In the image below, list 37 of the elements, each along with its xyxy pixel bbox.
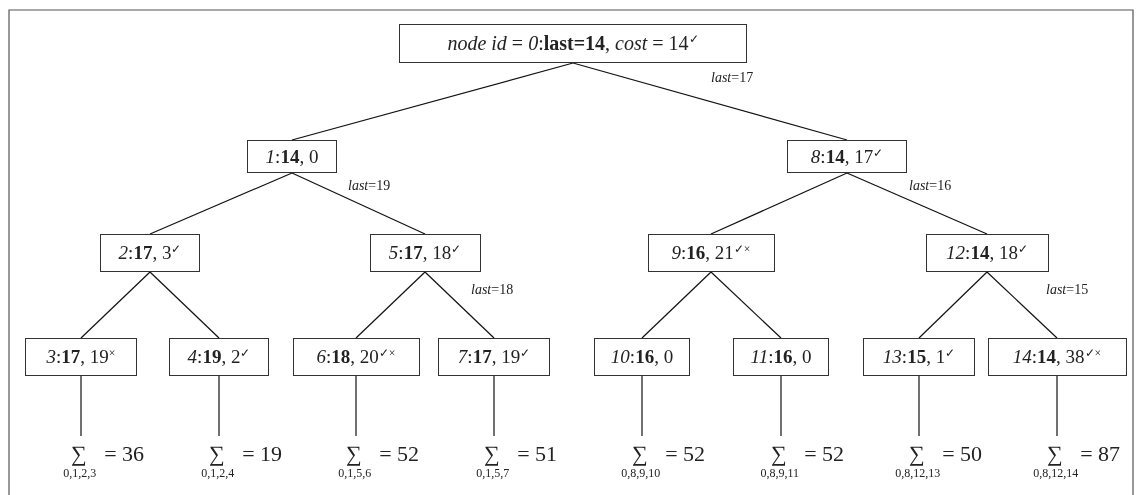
tree-node-box: 8:14, 17$^{✓}$	[787, 140, 907, 173]
tree-node-box: node id = 0:last=14, cost = 14$^{✓}$	[399, 24, 747, 63]
tree-edge	[218, 375, 220, 437]
tree-edge	[918, 271, 988, 339]
tree-edge	[80, 271, 151, 339]
tree-node-box: 12:14, 18$^{✓}$	[925, 234, 1049, 272]
tree-edge	[572, 62, 848, 141]
tree-edge	[424, 271, 495, 339]
tree-node-box: 2:17, 3$^{✓}$	[100, 234, 200, 272]
tree-edge	[641, 271, 712, 339]
tree-node-box: 1:14, 0	[247, 140, 337, 173]
tree-edge	[355, 271, 426, 339]
tree-node-box: 9:16, 21$^{✓×}$	[647, 234, 775, 272]
tree-edge	[710, 172, 848, 235]
tree-edge	[780, 375, 782, 437]
tree-edge	[80, 375, 82, 437]
tree-edge	[986, 271, 1058, 339]
tree-node-box: 5:17, 18$^{✓}$	[369, 234, 481, 272]
tree-edge	[1056, 375, 1058, 437]
tree-edge	[846, 172, 988, 235]
tree-edge	[493, 375, 495, 437]
tree-node-box: 3:17, 19$^{×}$	[25, 338, 137, 376]
tree-edge	[710, 271, 782, 339]
tree-edge	[291, 172, 426, 235]
tree-node-box: 7:17, 19$^{✓}$	[438, 338, 550, 376]
tree-edge	[149, 172, 293, 235]
tree-node-box: 6:18, 20$^{✓×}$	[292, 338, 420, 376]
tree-edge	[641, 375, 643, 437]
tree-node-box: 14:14, 38$^{✓×}$	[987, 338, 1127, 376]
tree-node-box: 10:16, 0	[594, 338, 690, 376]
tree-node-box: 13:15, 1$^{✓}$	[863, 338, 975, 376]
tree-edge	[291, 62, 574, 141]
tree-edge	[149, 271, 220, 339]
tree-edge	[918, 375, 920, 437]
tree-edge	[355, 375, 357, 437]
tree-node-box: 4:19, 2$^{✓}$	[169, 338, 269, 376]
tree-node-box: 11:16, 0	[733, 338, 829, 376]
